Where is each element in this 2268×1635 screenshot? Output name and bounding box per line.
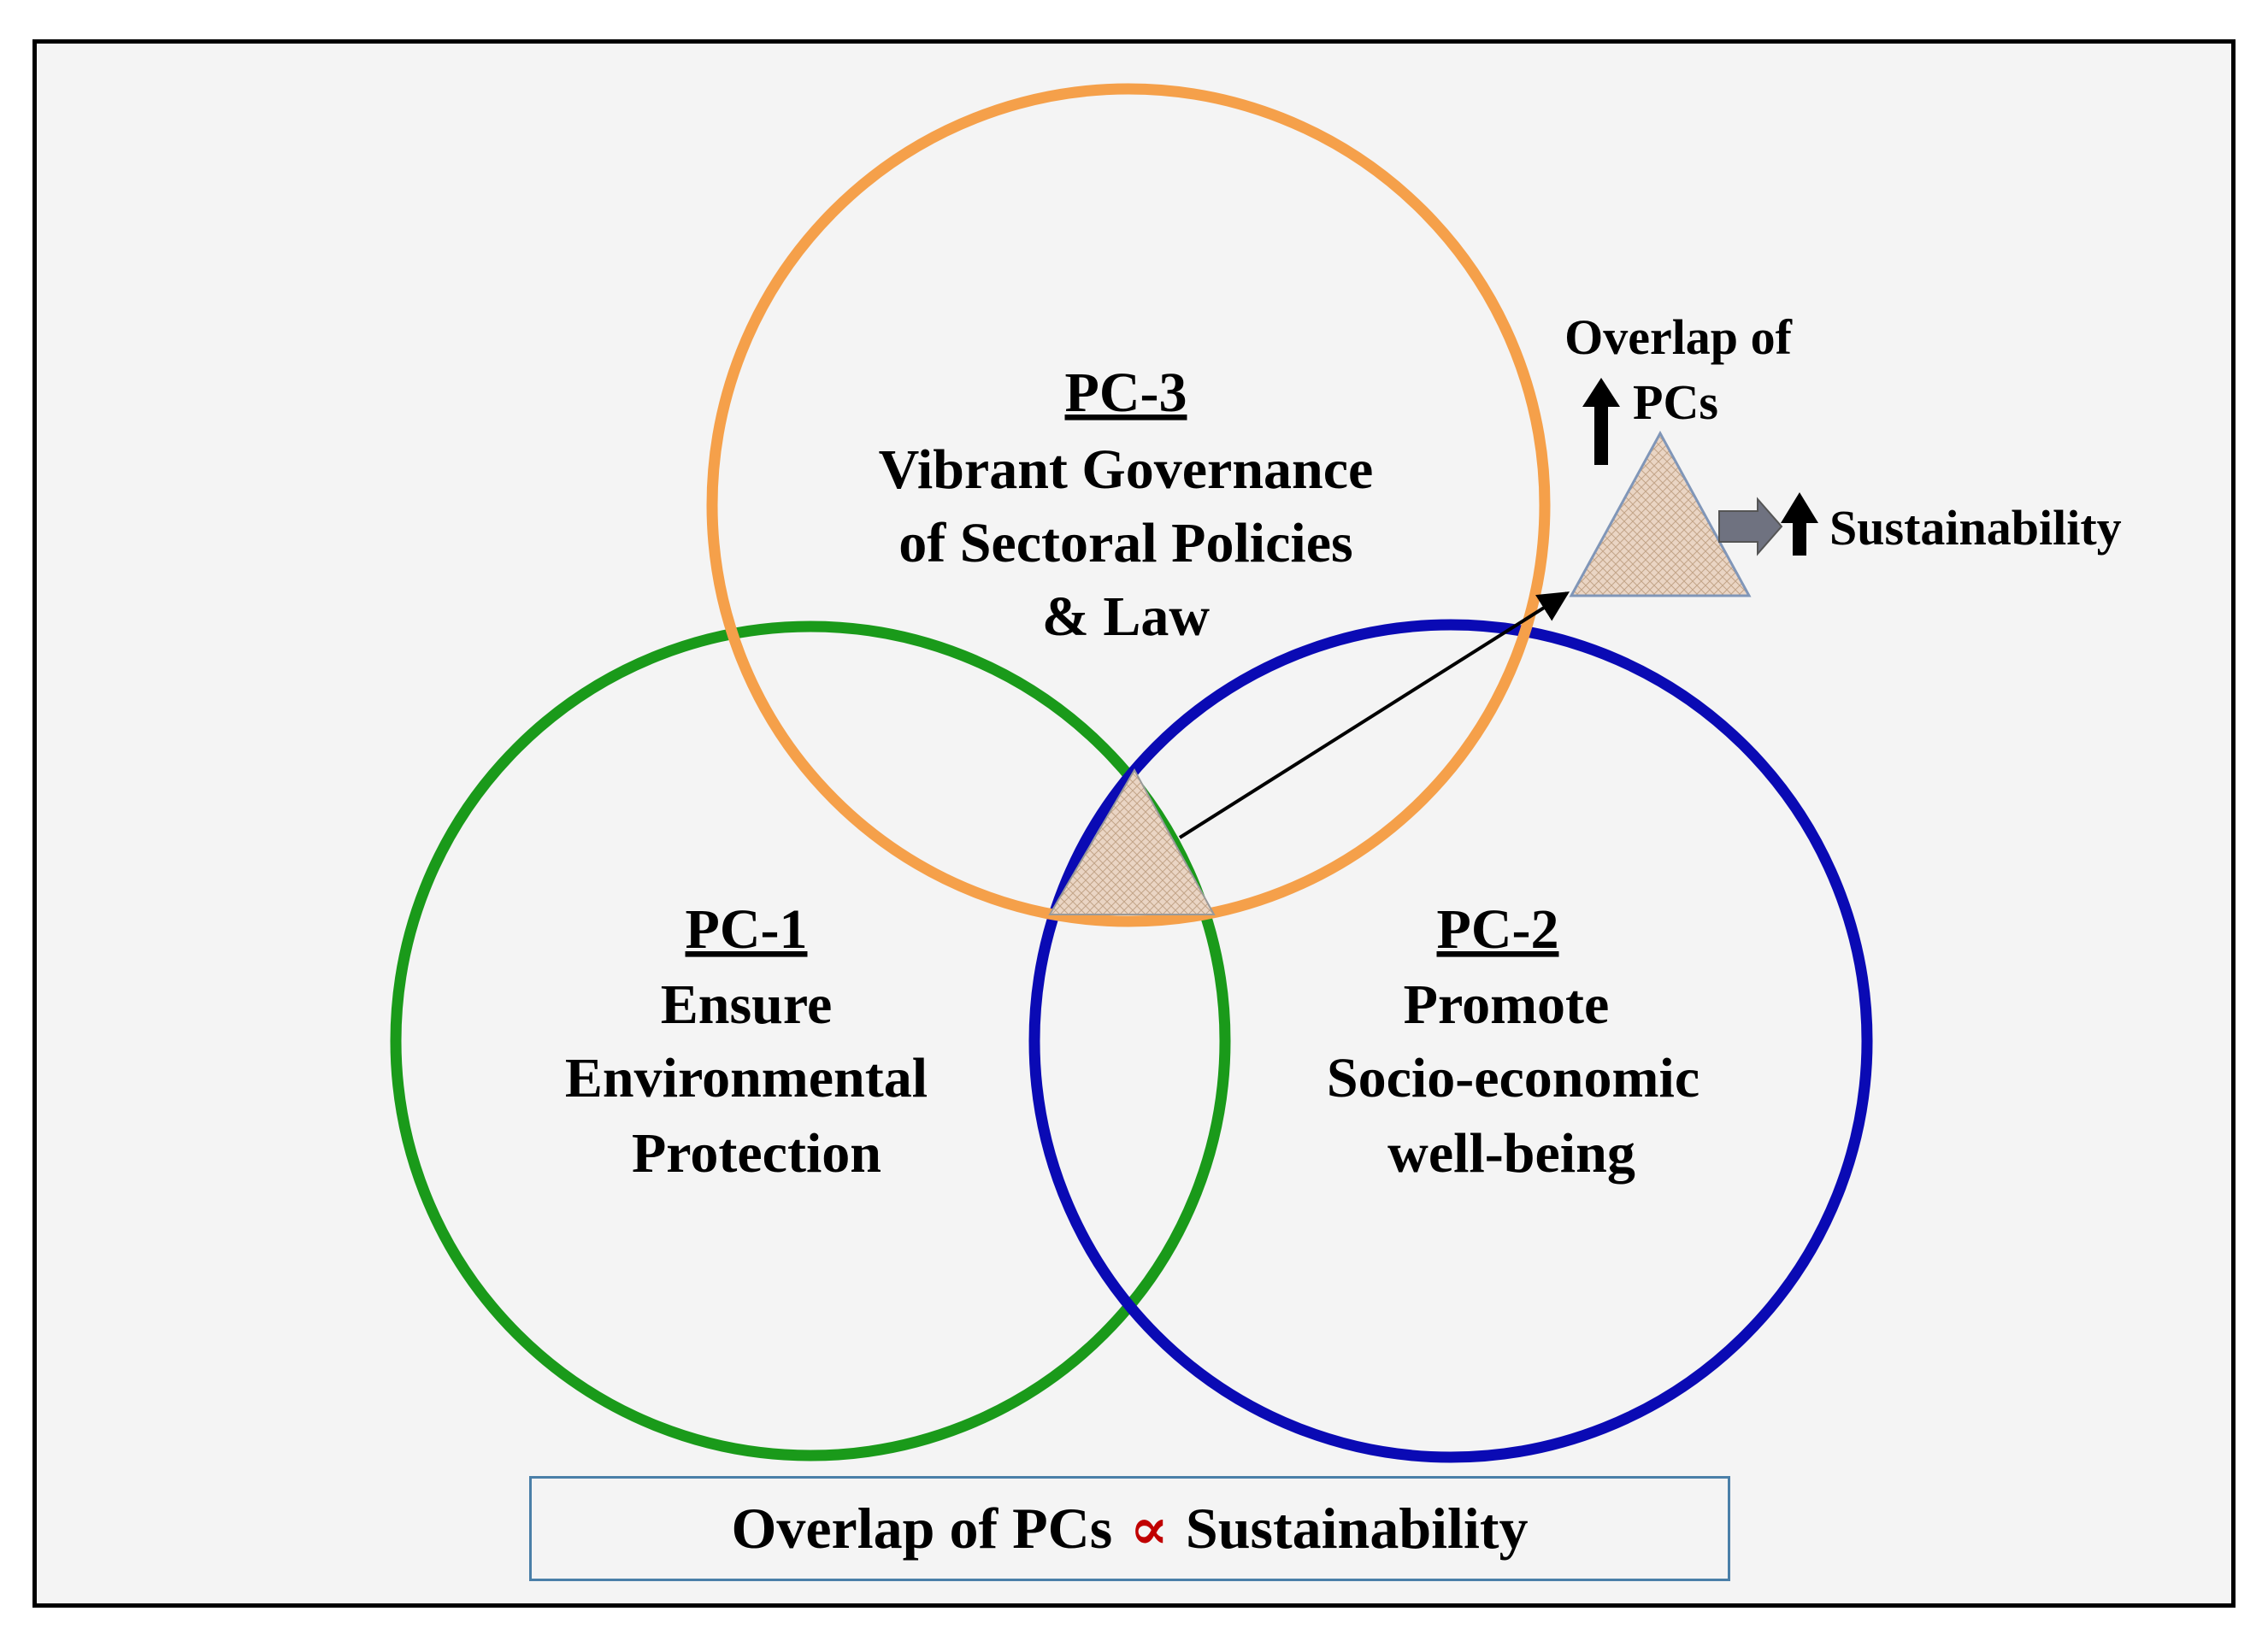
proportional-symbol: ∝: [1129, 1496, 1169, 1561]
right-arrow-icon: [1718, 497, 1783, 556]
formula-right: Sustainability: [1185, 1496, 1529, 1561]
pc1-line-2: Environmental: [565, 1047, 928, 1109]
pc2-title: PC-2: [1437, 898, 1559, 961]
pc2-line-1: Promote: [1404, 973, 1610, 1036]
pc2-line-3: well-being: [1387, 1122, 1635, 1185]
formula-left: Overlap of PCs: [731, 1496, 1113, 1561]
pc2-line-2: Socio-economic: [1327, 1047, 1700, 1109]
overlap-connector-arrow: [1178, 591, 1570, 839]
pc3-line-1: Vibrant Governance: [879, 438, 1374, 501]
formula-box: Overlap of PCs ∝ Sustainability: [529, 1476, 1730, 1581]
sustainability-label: Sustainability: [1829, 500, 2122, 556]
pc1-line-1: Ensure: [661, 973, 833, 1036]
overlap-label-line-1: Overlap of: [1564, 309, 1792, 365]
pc3-line-3: & Law: [1042, 585, 1211, 648]
pc1-title: PC-1: [686, 898, 808, 961]
pc1-circle: [390, 620, 1231, 1462]
up-arrow-icon: [1582, 378, 1620, 465]
pc3-title: PC-3: [1065, 362, 1187, 424]
pc1-line-3: Protection: [632, 1122, 881, 1185]
pc2-circle: [1028, 619, 1873, 1463]
pc3-circle: [706, 83, 1551, 927]
up-arrow-icon: [1781, 492, 1818, 556]
pc3-line-2: of Sectoral Policies: [898, 512, 1352, 574]
overlap-label-line-2: PCs: [1633, 374, 1718, 430]
overlap-triangle: [1569, 430, 1752, 597]
center-overlap-triangle: [1048, 768, 1216, 915]
